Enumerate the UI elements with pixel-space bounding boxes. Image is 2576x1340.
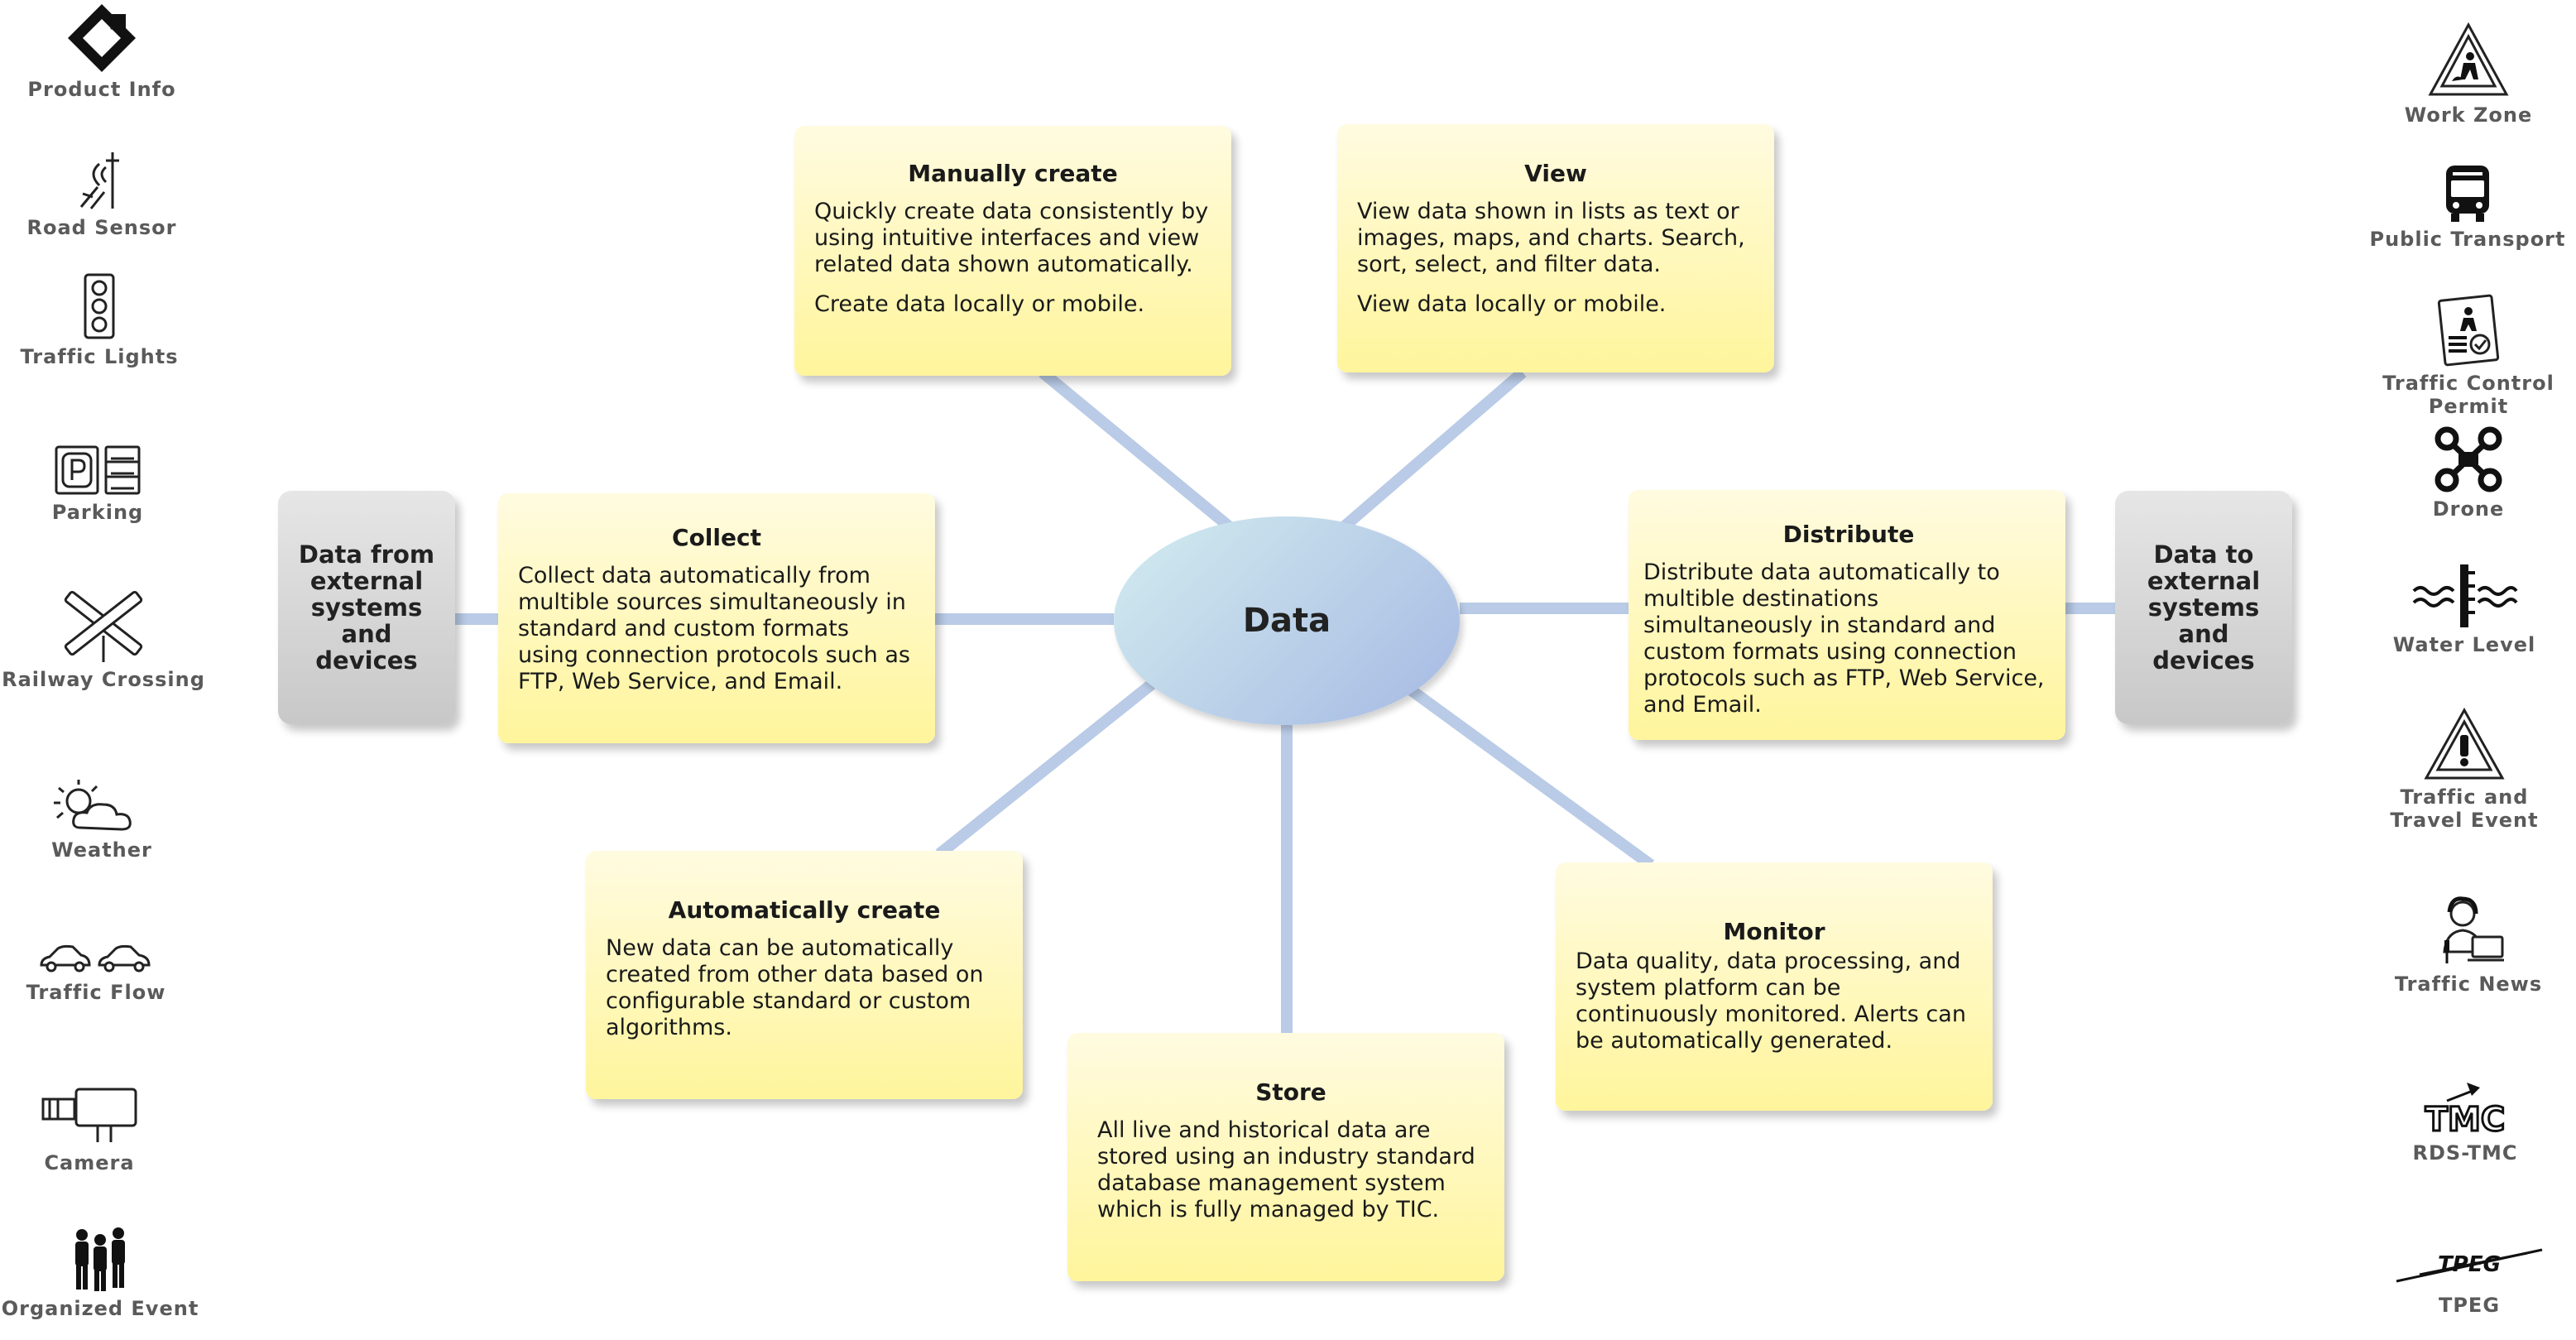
external-target-label: Data to external systems and devices bbox=[2147, 540, 2261, 675]
data-hub: Data bbox=[1114, 516, 1460, 725]
water-level-icon bbox=[2412, 564, 2518, 627]
card-title: Distribute bbox=[1782, 521, 1915, 548]
target-label: Traffic and Travel Event bbox=[2390, 785, 2539, 832]
traffic-travel-event-icon bbox=[2424, 707, 2505, 780]
target-work-zone: Work Zone bbox=[2361, 22, 2576, 127]
source-label: Parking bbox=[51, 501, 144, 524]
card-title: Manually create bbox=[908, 160, 1118, 187]
traffic-flow-icon bbox=[40, 944, 151, 973]
road-sensor-icon bbox=[79, 152, 119, 209]
target-label: TPEG bbox=[2438, 1294, 2501, 1317]
card-text: View data shown in lists as text or imag… bbox=[1357, 199, 1745, 277]
target-label: Drone bbox=[2432, 497, 2505, 521]
public-transport-icon bbox=[2446, 166, 2489, 222]
organized-event-icon bbox=[75, 1227, 125, 1291]
traffic-news-icon bbox=[2443, 896, 2504, 963]
source-railway-crossing: Railway Crossing bbox=[0, 586, 211, 692]
tpeg-icon: TPEG bbox=[2396, 1248, 2543, 1283]
card-text: View data locally or mobile. bbox=[1357, 291, 1667, 317]
connector-manually-create bbox=[1039, 367, 1237, 535]
card-title: Automatically create bbox=[668, 896, 941, 924]
source-traffic-flow: Traffic Flow bbox=[0, 937, 204, 1005]
target-label: Water Level bbox=[2392, 633, 2536, 656]
camera-icon bbox=[41, 1088, 137, 1142]
source-weather: Weather bbox=[0, 776, 209, 862]
card-text: Data quality, data processing, and syste… bbox=[1576, 949, 1966, 1054]
card-title: View bbox=[1524, 160, 1587, 187]
source-label: Railway Crossing bbox=[2, 668, 205, 691]
source-organized-event: Organized Event bbox=[0, 1223, 208, 1321]
target-traffic-travel-event: Traffic and Travel Event bbox=[2357, 707, 2572, 832]
target-traffic-news: Traffic News bbox=[2361, 894, 2576, 997]
svg-text:TMC: TMC bbox=[2425, 1101, 2505, 1137]
svg-text:TPEG: TPEG bbox=[2438, 1252, 2501, 1277]
work-zone-icon bbox=[2428, 22, 2509, 96]
card-title: Store bbox=[1255, 1078, 1326, 1106]
parking-icon bbox=[55, 445, 141, 495]
card-text: Create data locally or mobile. bbox=[814, 291, 1145, 317]
connector-view bbox=[1336, 367, 1527, 535]
card-store: Store All live and historical data are s… bbox=[1067, 1033, 1504, 1281]
traffic-lights-icon bbox=[84, 273, 115, 339]
card-text: All live and historical data are stored … bbox=[1097, 1117, 1475, 1222]
target-rds-tmc: TMC RDS-TMC bbox=[2358, 1079, 2573, 1165]
source-label: Road Sensor bbox=[26, 216, 177, 239]
target-traffic-control-permit: Traffic Control Permit bbox=[2361, 293, 2576, 418]
card-automatically-create: Automatically create New data can be aut… bbox=[586, 851, 1023, 1099]
card-text: New data can be automatically created fr… bbox=[606, 935, 984, 1040]
source-label: Product Info bbox=[27, 78, 176, 101]
source-camera: Camera bbox=[0, 1084, 197, 1175]
card-title: Collect bbox=[672, 524, 761, 551]
card-text: Quickly create data consistently by usin… bbox=[814, 199, 1209, 277]
target-label: Traffic Control Permit bbox=[2382, 372, 2554, 418]
card-distribute: Distribute Distribute data automatically… bbox=[1629, 490, 2065, 740]
target-water-level: Water Level bbox=[2357, 563, 2572, 657]
source-parking: Parking bbox=[0, 444, 205, 525]
source-road-sensor: Road Sensor bbox=[0, 146, 209, 240]
source-label: Traffic Flow bbox=[26, 981, 166, 1004]
card-monitor: Monitor Data quality, data processing, a… bbox=[1556, 862, 1993, 1111]
card-view: View View data shown in lists as text or… bbox=[1337, 124, 1774, 372]
target-public-transport: Public Transport bbox=[2360, 162, 2575, 252]
card-text: Distribute data automatically to multibl… bbox=[1643, 560, 2045, 718]
source-label: Camera bbox=[44, 1151, 135, 1174]
target-drone: Drone bbox=[2361, 425, 2576, 521]
card-collect: Collect Collect data automatically from … bbox=[498, 493, 935, 743]
data-hub-label: Data bbox=[1242, 602, 1331, 640]
connector-automatically-create bbox=[935, 674, 1163, 859]
rds-tmc-icon: TMC bbox=[2424, 1083, 2506, 1137]
source-label: Weather bbox=[51, 838, 152, 862]
weather-icon bbox=[54, 780, 132, 831]
target-tpeg: TPEG TPEG bbox=[2362, 1237, 2576, 1318]
target-label: Public Transport bbox=[2369, 228, 2566, 251]
drone-icon bbox=[2434, 426, 2502, 492]
source-traffic-lights: Traffic Lights bbox=[0, 271, 207, 369]
card-title: Monitor bbox=[1723, 918, 1825, 945]
source-product-info: Product Info bbox=[0, 2, 209, 102]
railway-crossing-icon bbox=[64, 590, 143, 662]
external-target-box: Data to external systems and devices bbox=[2115, 491, 2292, 724]
traffic-control-permit-icon bbox=[2437, 294, 2500, 367]
product-info-icon bbox=[68, 4, 136, 72]
card-manually-create: Manually create Quickly create data cons… bbox=[794, 126, 1231, 376]
card-text: Collect data automatically from multible… bbox=[518, 563, 910, 694]
source-label: Traffic Lights bbox=[20, 345, 179, 368]
connector-monitor bbox=[1403, 682, 1655, 870]
external-source-label: Data from external systems and devices bbox=[298, 540, 435, 675]
target-label: Work Zone bbox=[2404, 103, 2533, 127]
target-label: RDS-TMC bbox=[2412, 1141, 2518, 1165]
source-label: Organized Event bbox=[1, 1297, 199, 1320]
target-label: Traffic News bbox=[2394, 973, 2543, 996]
external-source-box: Data from external systems and devices bbox=[278, 491, 455, 724]
